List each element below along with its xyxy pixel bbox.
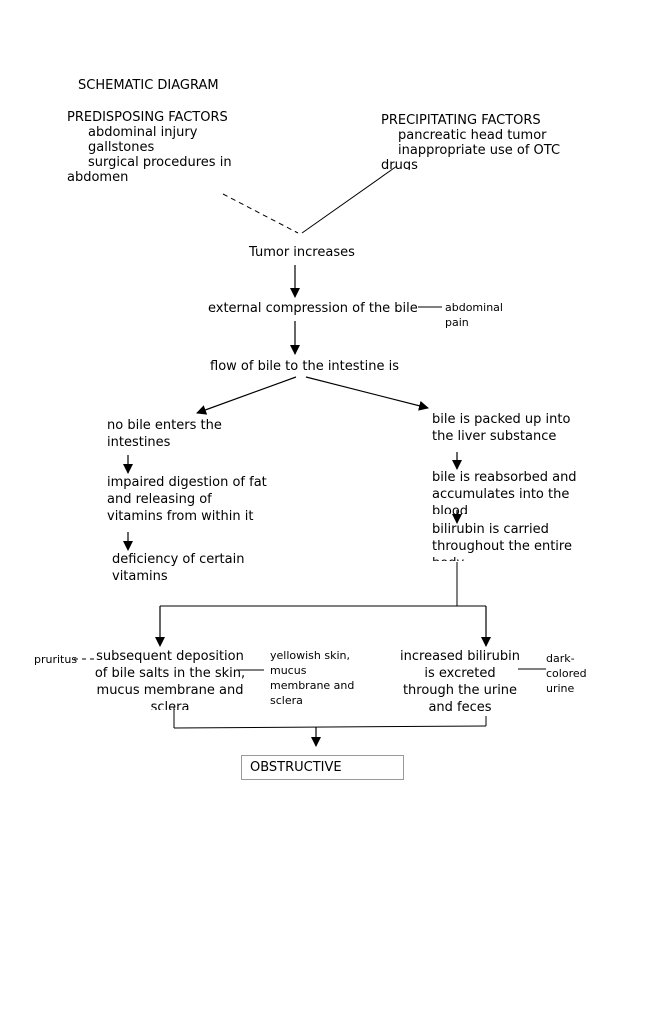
node-deficiency: deficiency of certain vitamins bbox=[112, 552, 245, 584]
node-dark-urine: dark-colored urine bbox=[546, 652, 587, 695]
node-compression: external compression of the bile bbox=[208, 301, 418, 316]
node-packed: bile is packed up into the liver substan… bbox=[432, 412, 571, 444]
predisposing-item: abdominal injury bbox=[88, 125, 198, 140]
node-no-bile: no bile enters the intestines bbox=[107, 418, 222, 450]
node-deposition: subsequent deposition of bile salts in t… bbox=[94, 649, 246, 710]
predisposing-item: gallstones bbox=[88, 140, 155, 155]
node-flow: flow of bile to the intestine is bbox=[210, 359, 400, 374]
node-obstructive: OBSTRUCTIVE bbox=[250, 760, 342, 775]
predisposing-heading: PREDISPOSING FACTORS bbox=[67, 110, 228, 125]
node-reabsorbed: bile is reabsorbed and accumulates into … bbox=[432, 470, 577, 514]
predisposing-item: abdomen bbox=[67, 170, 129, 185]
arrow-flow-packed bbox=[305, 376, 429, 411]
precipitating-item: drugs bbox=[381, 158, 418, 170]
diagram-title: SCHEMATIC DIAGRAM bbox=[78, 78, 219, 93]
node-impaired-digestion: impaired digestion of fat and releasing … bbox=[107, 475, 267, 524]
precipitating-item: pancreatic head tumor bbox=[398, 128, 547, 143]
line-merge-horizontal bbox=[173, 725, 487, 729]
precipitating-line bbox=[301, 165, 398, 234]
precipitating-heading: PRECIPITATING FACTORS bbox=[381, 113, 541, 128]
node-bilirubin-carried: bilirubin is carried throughout the enti… bbox=[432, 522, 572, 561]
predisposing-item: surgical procedures in bbox=[88, 155, 232, 170]
arrow-flow-nobile bbox=[196, 376, 297, 415]
node-increased-bilirubin: increased bilirubin is excreted through … bbox=[400, 649, 520, 715]
obstructive-box bbox=[241, 755, 404, 780]
node-tumor: Tumor increases bbox=[249, 245, 355, 260]
precipitating-item: inappropriate use of OTC bbox=[398, 143, 561, 158]
node-pruritus: pruritus bbox=[34, 653, 78, 666]
predisposing-dashed-line bbox=[222, 193, 299, 234]
node-yellowish: yellowish skin, mucus membrane and scler… bbox=[270, 649, 355, 707]
node-abdominal-pain: abdominal pain bbox=[445, 301, 503, 329]
